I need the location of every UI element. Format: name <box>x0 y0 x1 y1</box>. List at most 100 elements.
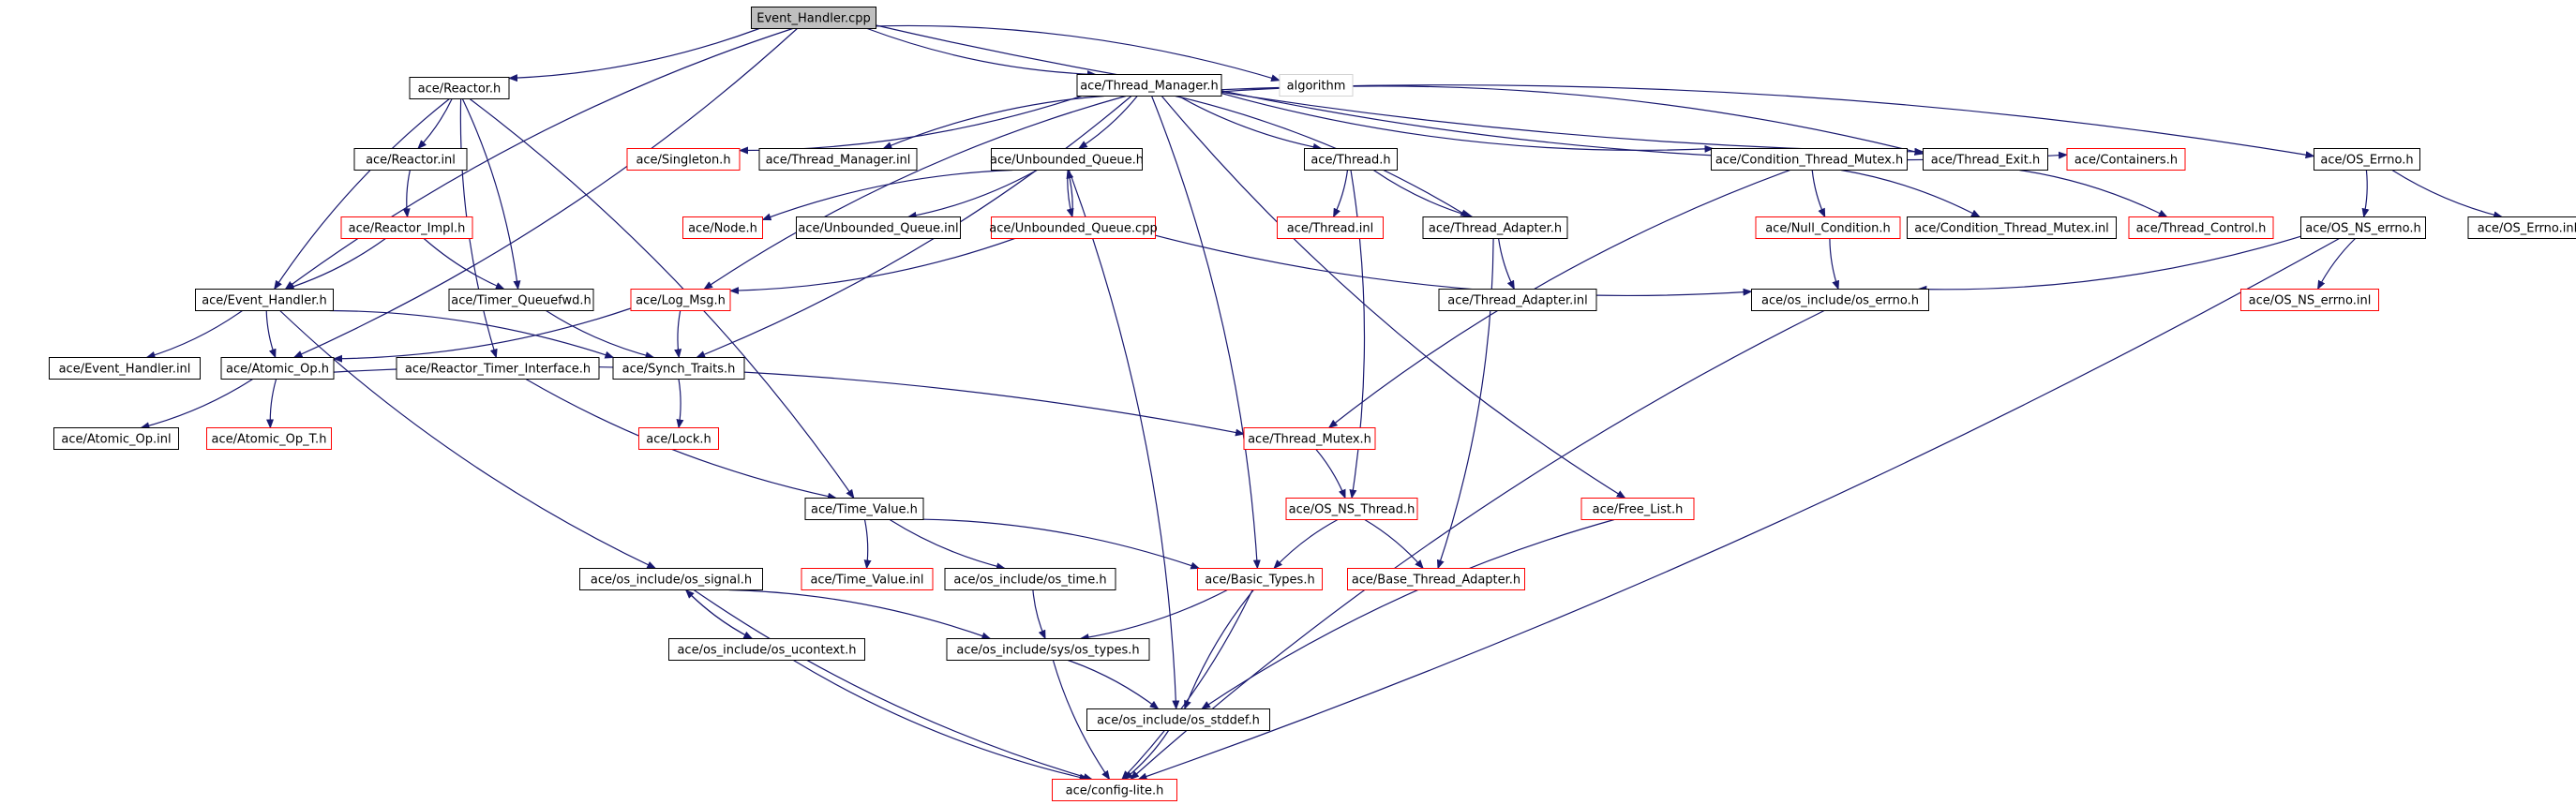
edge-os_include_os_signal_h-to-config_lite_h <box>693 589 1093 781</box>
node-box-condition_thread_mutex_h <box>1711 148 1908 171</box>
edge-condition_thread_mutex_h-to-condition_thread_mutex_inl <box>1840 169 1981 218</box>
node-containers_h[interactable]: ace/Containers.h <box>2066 148 2186 171</box>
edge-reactor_impl_h-to-timer_queuefwd_h <box>423 238 505 291</box>
node-event_handler_h[interactable]: ace/Event_Handler.h <box>195 289 334 311</box>
node-thread_exit_h[interactable]: ace/Thread_Exit.h <box>1923 148 2048 171</box>
edge-log_msg_h-to-atomic_op_h <box>333 307 632 363</box>
node-basic_types_h[interactable]: ace/Basic_Types.h <box>1197 568 1323 590</box>
edge-timer_queuefwd_h-to-synch_traits_h <box>546 309 655 360</box>
node-box-thread_inl <box>1277 216 1384 239</box>
node-thread_control_h[interactable]: ace/Thread_Control.h <box>2128 216 2274 239</box>
node-box-time_value_h <box>804 498 924 520</box>
node-box-basic_types_h <box>1197 568 1323 590</box>
node-label-thread_control_h: ace/Thread_Control.h <box>2136 222 2267 236</box>
node-box-node_h <box>682 216 763 239</box>
node-box-reactor_timer_interface_h <box>396 357 600 380</box>
node-event_handler_inl[interactable]: ace/Event_Handler.inl <box>49 357 201 380</box>
node-event_handler_cpp[interactable]: Event_Handler.cpp <box>751 7 876 29</box>
node-thread_manager_h[interactable]: ace/Thread_Manager.h <box>1076 74 1222 97</box>
node-label-os_ns_thread_h: ace/OS_NS_Thread.h <box>1289 503 1415 517</box>
node-os_include_os_errno_h[interactable]: ace/os_include/os_errno.h <box>1751 289 1929 311</box>
node-thread_mutex_h[interactable]: ace/Thread_Mutex.h <box>1243 427 1376 450</box>
node-time_value_h[interactable]: ace/Time_Value.h <box>804 498 924 520</box>
node-os_errno_h[interactable]: ace/OS_Errno.h <box>2314 148 2420 171</box>
node-thread_h[interactable]: ace/Thread.h <box>1304 148 1398 171</box>
node-box-atomic_op_inl <box>53 427 179 450</box>
node-label-lock_h: ace/Lock.h <box>646 433 711 447</box>
node-thread_adapter_h[interactable]: ace/Thread_Adapter.h <box>1422 216 1568 239</box>
node-log_msg_h[interactable]: ace/Log_Msg.h <box>630 289 731 311</box>
node-label-os_include_os_time_h: ace/os_include/os_time.h <box>953 574 1106 588</box>
edge-reactor_inl-to-reactor_impl_h <box>402 170 411 218</box>
node-reactor_inl[interactable]: ace/Reactor.inl <box>353 148 468 171</box>
node-label-null_condition_h: ace/Null_Condition.h <box>1765 222 1891 236</box>
node-base_thread_adapter_h[interactable]: ace/Base_Thread_Adapter.h <box>1347 568 1525 590</box>
node-box-reactor_h <box>409 77 510 99</box>
edge-os_include_os_ucontext_h-to-config_lite_h <box>793 659 1089 782</box>
edge-thread_manager_h-to-condition_thread_mutex_h <box>1221 93 1715 153</box>
node-thread_manager_inl[interactable]: ace/Thread_Manager.inl <box>758 148 918 171</box>
node-os_include_os_signal_h[interactable]: ace/os_include/os_signal.h <box>579 568 763 590</box>
edge-thread_h-to-os_ns_thread_h <box>1349 170 1366 499</box>
node-os_include_sys_os_types_h[interactable]: ace/os_include/sys/os_types.h <box>946 638 1150 661</box>
node-node_h[interactable]: ace/Node.h <box>682 216 763 239</box>
node-condition_thread_mutex_inl[interactable]: ace/Condition_Thread_Mutex.inl <box>1907 216 2117 239</box>
node-label-free_list_h: ace/Free_List.h <box>1593 503 1684 517</box>
edge-event_handler_h-to-event_handler_inl <box>145 310 243 359</box>
node-unbounded_queue_cpp[interactable]: ace/Unbounded_Queue.cpp <box>989 216 1158 239</box>
node-label-os_include_os_stddef_h: ace/os_include/os_stddef.h <box>1097 714 1260 728</box>
node-unbounded_queue_h[interactable]: ace/Unbounded_Queue.h <box>990 148 1144 171</box>
node-os_errno_inl[interactable]: ace/OS_Errno.inl <box>2467 216 2576 239</box>
node-os_ns_thread_h[interactable]: ace/OS_NS_Thread.h <box>1285 498 1418 520</box>
node-label-thread_h: ace/Thread.h <box>1310 154 1390 168</box>
node-thread_adapter_inl[interactable]: ace/Thread_Adapter.inl <box>1438 289 1597 311</box>
edge-reactor_h-to-time_value_h <box>469 98 855 499</box>
edge-event_handler_cpp-to-thread_manager_h <box>866 27 1097 79</box>
edges-layer <box>140 24 2504 782</box>
node-thread_inl[interactable]: ace/Thread.inl <box>1277 216 1384 239</box>
node-atomic_op_h[interactable]: ace/Atomic_Op.h <box>220 357 335 380</box>
node-atomic_op_t_h[interactable]: ace/Atomic_Op_T.h <box>206 427 332 450</box>
node-synch_traits_h[interactable]: ace/Synch_Traits.h <box>612 357 745 380</box>
node-label-thread_inl: ace/Thread.inl <box>1287 222 1374 236</box>
edge-thread_adapter_h-to-thread_adapter_inl <box>1498 238 1515 291</box>
node-label-os_include_sys_os_types_h: ace/os_include/sys/os_types.h <box>956 644 1139 658</box>
node-reactor_impl_h[interactable]: ace/Reactor_Impl.h <box>340 216 473 239</box>
node-lock_h[interactable]: ace/Lock.h <box>638 427 719 450</box>
node-os_ns_errno_inl[interactable]: ace/OS_NS_errno.inl <box>2240 289 2379 311</box>
node-box-unbounded_queue_cpp <box>991 216 1156 239</box>
node-time_value_inl[interactable]: ace/Time_Value.inl <box>801 568 934 590</box>
node-unbounded_queue_inl[interactable]: ace/Unbounded_Queue.inl <box>796 216 961 239</box>
edge-os_include_os_errno_h-to-config_lite_h <box>1130 309 1825 781</box>
node-free_list_h[interactable]: ace/Free_List.h <box>1580 498 1695 520</box>
node-label-config_lite_h: ace/config-lite.h <box>1066 784 1164 798</box>
edge-unbounded_queue_cpp-to-os_include_os_errno_h <box>1155 234 1753 297</box>
node-atomic_op_inl[interactable]: ace/Atomic_Op.inl <box>53 427 179 450</box>
node-null_condition_h[interactable]: ace/Null_Condition.h <box>1755 216 1901 239</box>
node-label-os_ns_errno_h: ace/OS_NS_errno.h <box>2305 222 2421 236</box>
edge-time_value_h-to-basic_types_h <box>922 518 1201 570</box>
node-label-condition_thread_mutex_h: ace/Condition_Thread_Mutex.h <box>1715 154 1903 168</box>
node-label-unbounded_queue_cpp: ace/Unbounded_Queue.cpp <box>989 222 1157 236</box>
edge-os_ns_thread_h-to-base_thread_adapter_h <box>1364 518 1424 570</box>
node-algorithm[interactable]: algorithm <box>1279 74 1354 97</box>
node-box-os_include_os_stddef_h <box>1086 708 1270 731</box>
node-label-log_msg_h: ace/Log_Msg.h <box>636 294 726 308</box>
edge-os_include_os_ucontext_h-to-os_include_os_signal_h <box>684 589 753 640</box>
node-os_include_os_ucontext_h[interactable]: ace/os_include/os_ucontext.h <box>668 638 865 661</box>
node-condition_thread_mutex_h[interactable]: ace/Condition_Thread_Mutex.h <box>1711 148 1908 171</box>
node-timer_queuefwd_h[interactable]: ace/Timer_Queuefwd.h <box>448 289 594 311</box>
node-box-reactor_inl <box>353 148 468 171</box>
node-box-thread_adapter_inl <box>1438 289 1597 311</box>
node-box-os_include_os_time_h <box>944 568 1116 590</box>
node-singleton_h[interactable]: ace/Singleton.h <box>626 148 741 171</box>
node-box-free_list_h <box>1580 498 1695 520</box>
node-reactor_timer_interface_h[interactable]: ace/Reactor_Timer_Interface.h <box>396 357 600 380</box>
node-box-singleton_h <box>626 148 741 171</box>
node-reactor_h[interactable]: ace/Reactor.h <box>409 77 510 99</box>
node-os_ns_errno_h[interactable]: ace/OS_NS_errno.h <box>2300 216 2426 239</box>
node-config_lite_h[interactable]: ace/config-lite.h <box>1052 779 1177 801</box>
node-os_include_os_time_h[interactable]: ace/os_include/os_time.h <box>944 568 1116 590</box>
node-os_include_os_stddef_h[interactable]: ace/os_include/os_stddef.h <box>1086 708 1270 731</box>
node-box-config_lite_h <box>1052 779 1177 801</box>
